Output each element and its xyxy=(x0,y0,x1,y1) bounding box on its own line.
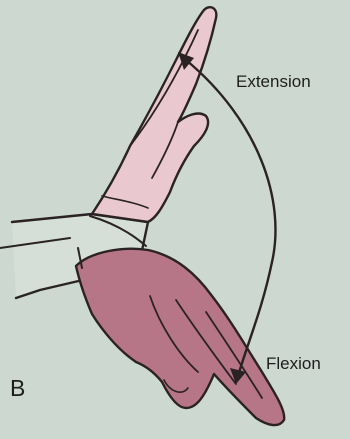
flexion-label: Flexion xyxy=(266,354,321,374)
extension-label: Extension xyxy=(236,72,311,92)
extended-hand xyxy=(92,7,216,222)
flexed-hand xyxy=(76,249,284,425)
panel-label: B xyxy=(10,375,25,402)
